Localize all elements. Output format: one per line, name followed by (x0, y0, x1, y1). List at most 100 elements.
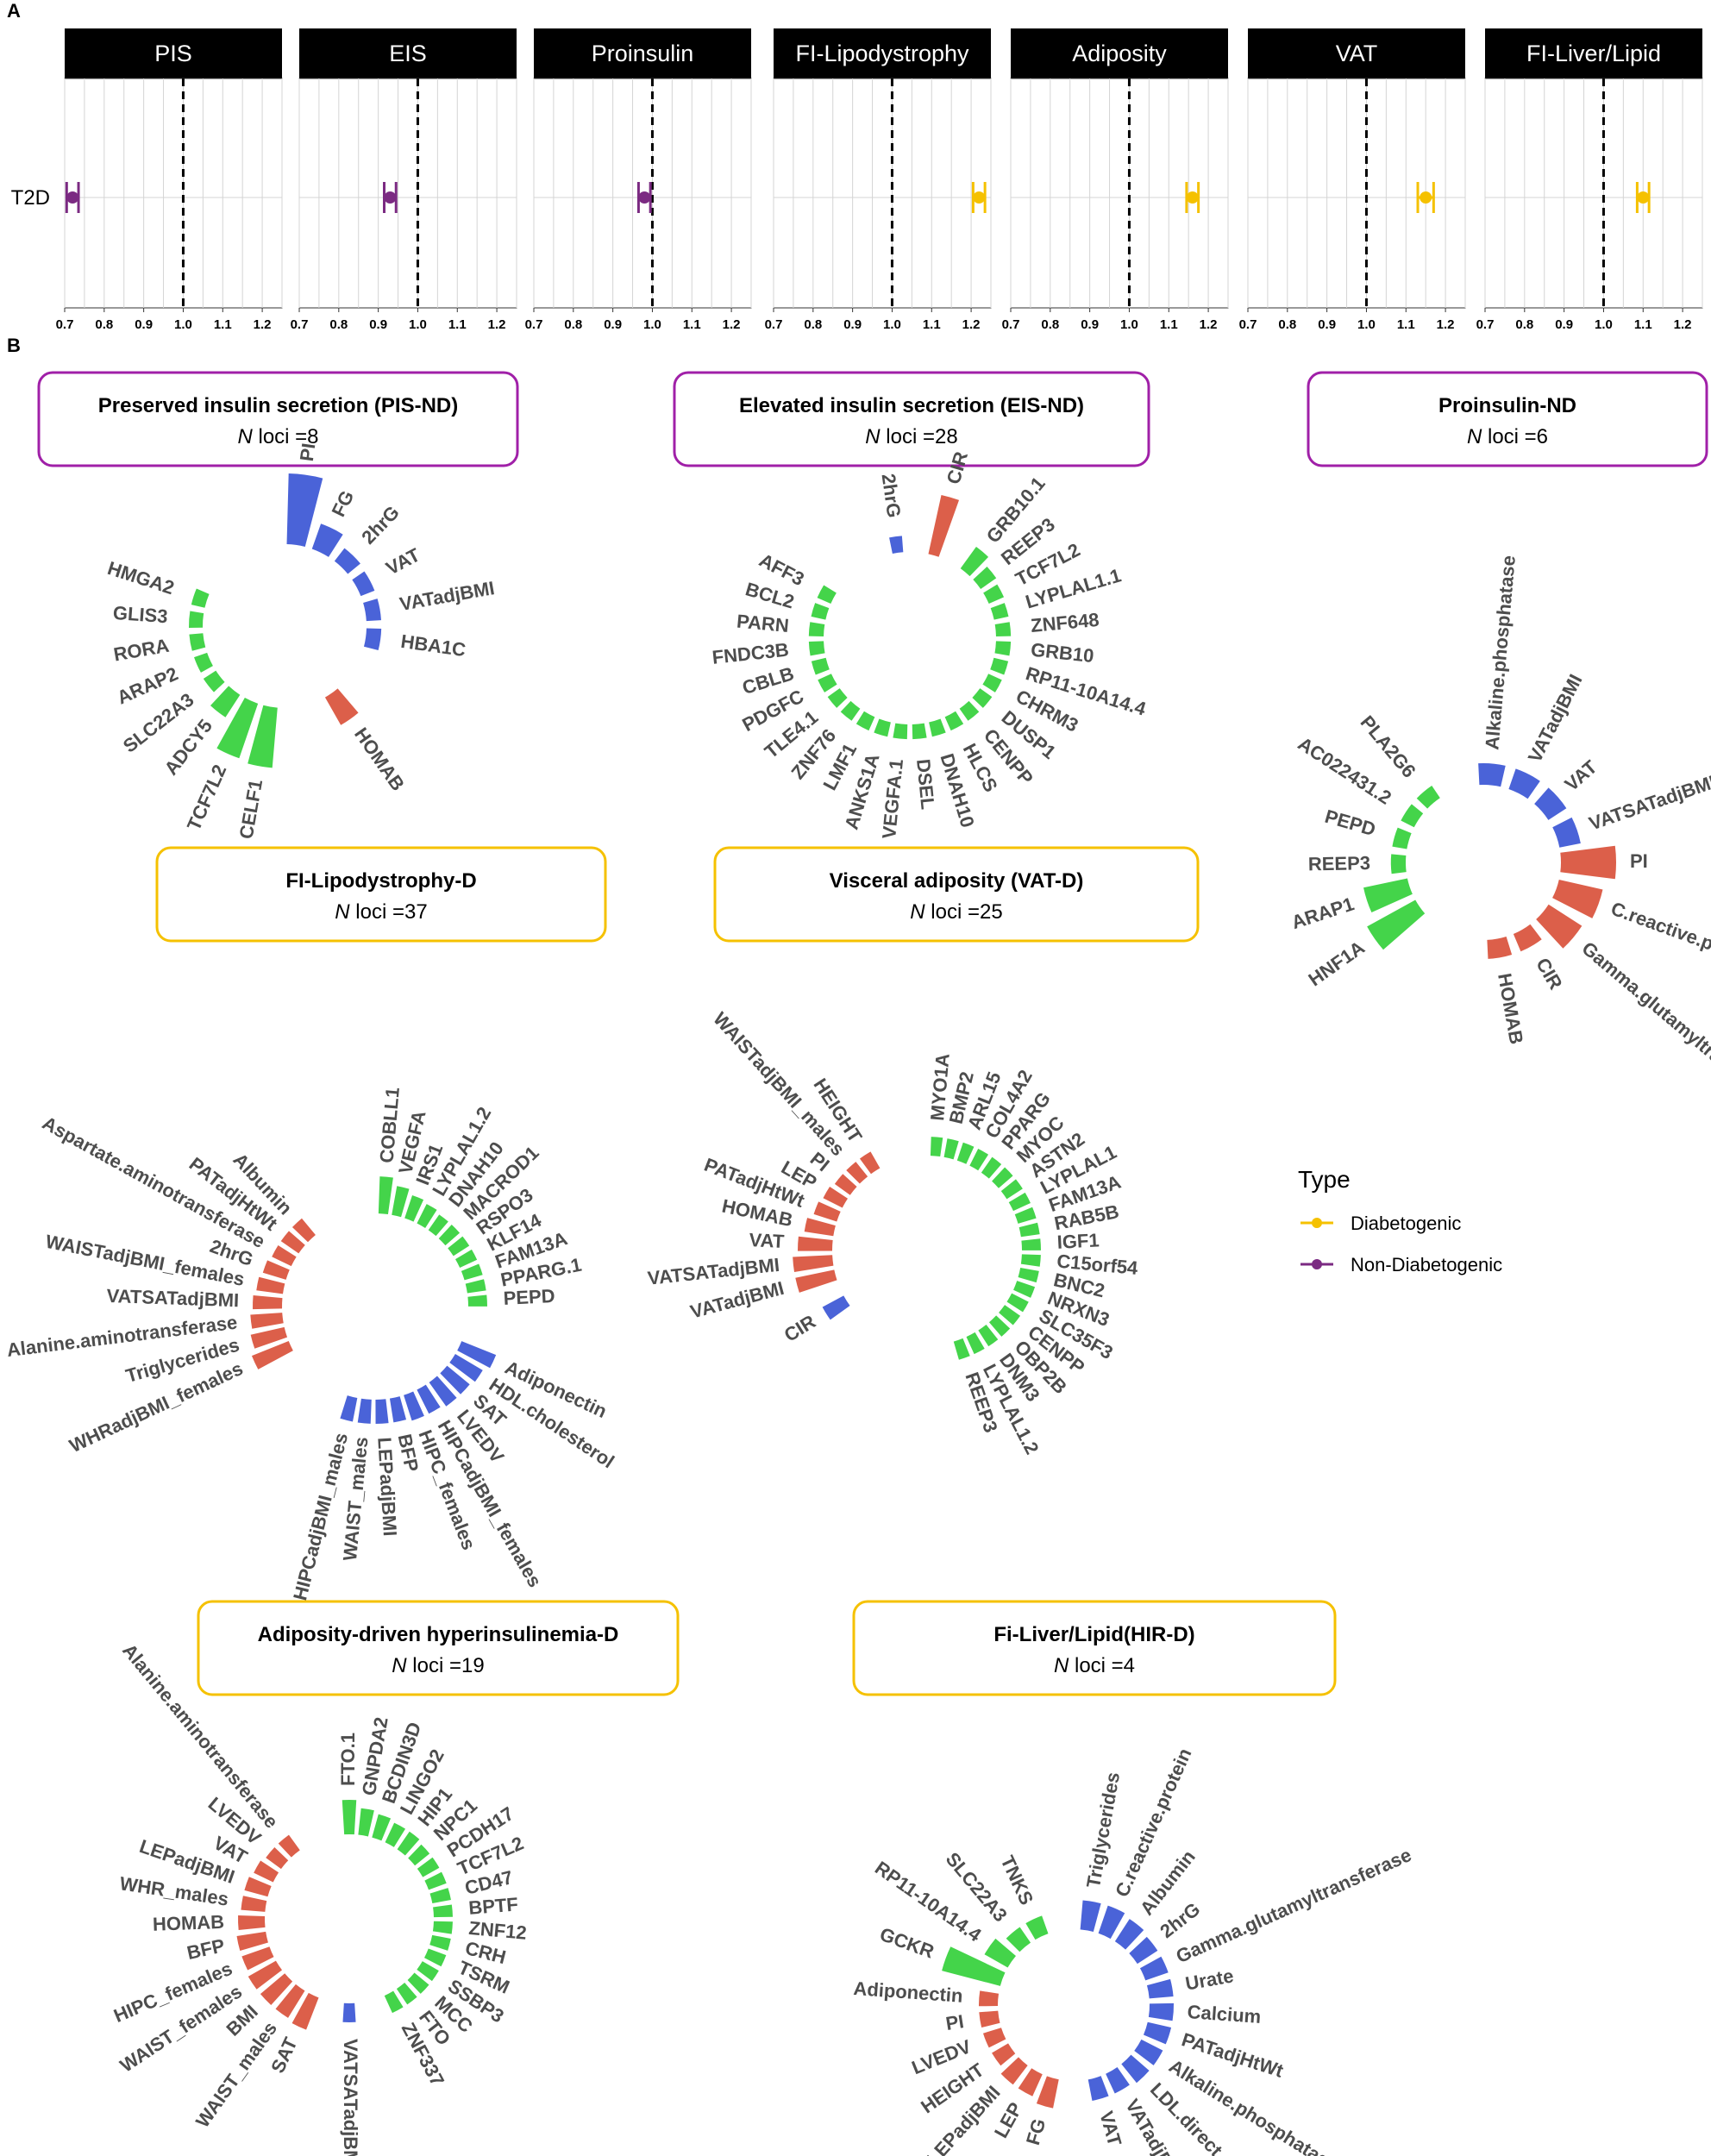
bar-segment (981, 1156, 1002, 1179)
bar-segment (1513, 924, 1542, 952)
bar-label: GLIS3 (112, 602, 168, 627)
bar-segment (404, 1194, 424, 1222)
bar-segment (994, 641, 1012, 656)
bar-label: ZNF12 (468, 1917, 528, 1944)
bar-segment (1025, 1915, 1049, 1940)
estimate-point (1186, 191, 1199, 204)
facet-strip (1011, 28, 1228, 78)
bar-segment (378, 1176, 393, 1215)
loci-text: loci =28 (881, 425, 958, 448)
tick-label: 1.2 (488, 317, 506, 332)
bar-segment (990, 657, 1009, 675)
bar-label: HOMAB (1494, 972, 1527, 1046)
bar-label: FNDC3B (711, 639, 790, 668)
loci-text: loci =37 (350, 900, 428, 924)
bar-label: Calcium (1187, 2001, 1262, 2028)
bar-segment (432, 1921, 453, 1934)
tick-label: 1.2 (962, 317, 981, 332)
tick-label: 1.0 (1357, 317, 1376, 332)
bar-segment (241, 1896, 267, 1912)
estimate-point (1420, 191, 1432, 204)
bar-label: HMGA2 (105, 557, 177, 599)
bar-segment (250, 1326, 288, 1349)
tick-label: 0.7 (765, 317, 783, 332)
bar-segment (846, 1162, 868, 1184)
bar-segment (930, 1137, 943, 1157)
bar-segment (1478, 762, 1506, 787)
bar-label: CIR (780, 1311, 819, 1346)
cluster-box (1307, 371, 1708, 467)
bar-segment (1018, 1222, 1040, 1238)
bar-label: VATadjBMI (1524, 671, 1587, 766)
facet-panel (773, 78, 992, 309)
bar-segment (438, 1224, 461, 1246)
bar-segment (942, 1946, 1006, 1986)
bar-segment (1143, 2021, 1172, 2045)
tick-label: 0.8 (1041, 317, 1059, 332)
bar-label: BPTF (467, 1893, 518, 1918)
bar-label: TCF7L2 (183, 761, 231, 834)
bar-segment (1392, 827, 1412, 849)
facet-panel (298, 78, 517, 309)
tick-label: 1.2 (1674, 317, 1692, 332)
bar-label: RORA (112, 635, 171, 666)
loci-n: N (1054, 1654, 1069, 1677)
bar-segment (396, 1983, 417, 2005)
bar-segment (194, 652, 213, 673)
bar-segment (428, 1214, 448, 1237)
bar-segment (266, 1846, 289, 1870)
bar-segment (795, 1269, 837, 1293)
bar-segment (440, 1365, 470, 1395)
bar-label: HOMAB (350, 724, 409, 794)
tick-label: 1.2 (254, 317, 272, 332)
facet-title: PIS (154, 41, 192, 66)
bar-segment (818, 674, 837, 693)
bar-label: Triglycerides (1082, 1771, 1124, 1890)
bar-segment (982, 674, 1002, 693)
bar-segment (823, 1187, 848, 1208)
bar-segment (248, 705, 278, 768)
bar-segment (358, 1808, 374, 1837)
bar-segment (262, 1260, 290, 1280)
bar-segment (984, 1938, 1016, 1968)
bar-segment (191, 588, 210, 608)
tick-label: 0.8 (804, 317, 822, 332)
bar-segment (966, 1332, 985, 1355)
bar-segment (960, 546, 989, 577)
bar-label: ARAP1 (1288, 893, 1357, 933)
bar-label: Gamma.glutamyltransferase (1173, 1844, 1414, 1967)
bar-segment (254, 1860, 279, 1883)
bar-segment (1021, 1238, 1041, 1250)
bar-label: FG (327, 487, 358, 520)
bar-label: Alkaline.phosphatase (1481, 555, 1520, 751)
cluster-title: FI-Lipodystrophy-D (285, 869, 476, 893)
bar-segment (959, 700, 980, 721)
bar-segment (253, 1295, 283, 1310)
bar-segment (408, 1844, 430, 1866)
bar-segment (956, 1142, 975, 1164)
facet-strip (65, 28, 282, 78)
tick-label: 0.8 (329, 317, 348, 332)
cluster-box (37, 371, 519, 467)
bar-segment (424, 1871, 447, 1890)
tick-label: 0.9 (1318, 317, 1336, 332)
bar-label: Adiponectin (853, 1977, 964, 2007)
bar-segment (417, 1961, 439, 1982)
bar-segment (189, 611, 204, 629)
bar-segment (1552, 817, 1581, 848)
bar-segment (943, 1138, 959, 1160)
tick-label: 0.7 (1239, 317, 1257, 332)
bar-segment (407, 1972, 429, 1994)
bar-segment (203, 670, 225, 693)
bar-segment (241, 1946, 274, 1971)
legend-label: Non-Diabetogenic (1351, 1254, 1502, 1275)
tick-label: 0.9 (1081, 317, 1099, 332)
bar-segment (827, 688, 848, 708)
facet-strip (299, 28, 517, 78)
tick-label: 1.2 (723, 317, 741, 332)
